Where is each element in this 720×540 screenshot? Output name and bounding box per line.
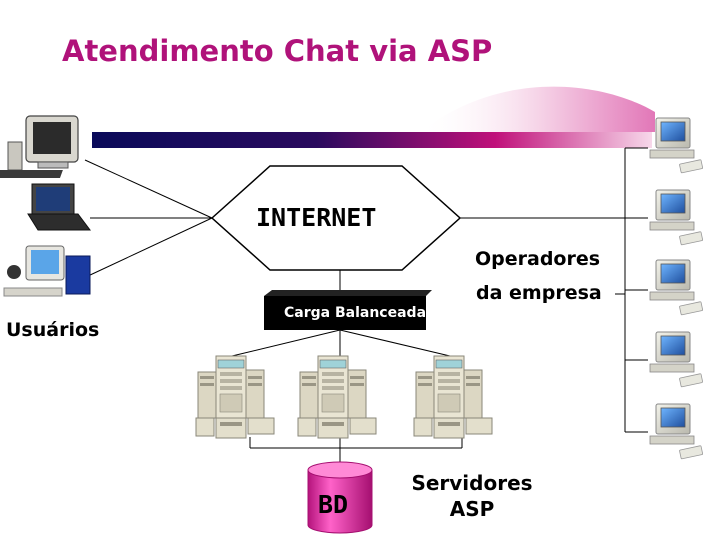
server-rack-icon bbox=[413, 355, 493, 439]
server-rack-icon bbox=[297, 355, 377, 439]
slide-title: Atendimento Chat via ASP bbox=[62, 34, 493, 68]
header-swoosh bbox=[420, 86, 655, 132]
workstation-icon bbox=[3, 245, 91, 297]
load-balancer-box bbox=[264, 296, 426, 330]
laptop-icon bbox=[27, 183, 91, 231]
operators-label: Operadores bbox=[475, 248, 601, 270]
operator-pc-icon bbox=[649, 403, 704, 460]
desktop-computer-icon bbox=[0, 115, 79, 178]
server-rack-icon bbox=[195, 355, 275, 439]
database-label: BD bbox=[318, 490, 349, 519]
operator-pc-icon bbox=[649, 259, 704, 316]
header-bar bbox=[92, 132, 652, 148]
server-connection-lines bbox=[231, 329, 463, 462]
operator-pc-icon bbox=[649, 189, 704, 246]
operator-pc-icon bbox=[649, 117, 704, 174]
users-label: Usuários bbox=[6, 319, 100, 341]
operator-connection-lines bbox=[339, 147, 648, 433]
servers-label: Servidores ASP bbox=[411, 471, 533, 521]
internet-label: INTERNET bbox=[256, 203, 377, 232]
load-balancer-label: Carga Balanceada bbox=[284, 305, 427, 321]
user-connection-lines bbox=[84, 159, 213, 277]
operator-pc-icon bbox=[649, 331, 704, 388]
operators-company-label: da empresa bbox=[476, 282, 602, 304]
database-cylinder-icon bbox=[307, 461, 373, 534]
